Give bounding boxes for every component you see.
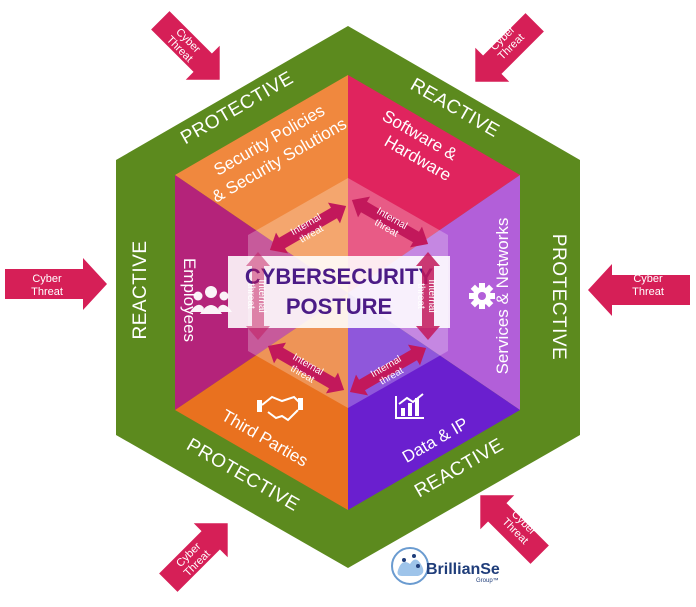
center-title-line2: POSTURE — [286, 294, 392, 319]
svg-text:Cyber: Cyber — [32, 273, 62, 285]
brilliantse-logo: BrillianSe Group™ — [391, 547, 500, 585]
handshake-icon — [257, 395, 303, 422]
cyber-threat-arrow-right: Cyber Threat — [588, 264, 690, 316]
internal-threat-arrow-left: Internal threat — [245, 252, 270, 340]
center-title-box — [228, 256, 450, 328]
cyber-threat-arrow-top-left: Cyber Threat — [151, 11, 220, 80]
cyber-threat-arrow-left: Cyber Threat — [5, 258, 107, 310]
segment-security-policies — [175, 75, 348, 293]
segment-label-services-networks: Services & Networks — [493, 218, 512, 375]
svg-text:Internal: Internal — [426, 279, 437, 312]
svg-text:Internal: Internal — [256, 279, 267, 312]
logo-text: BrillianSe — [426, 561, 500, 578]
gear-icon — [469, 283, 495, 309]
cyber-threat-arrow-bottom-left: Cyber Threat — [159, 523, 228, 592]
svg-text:Cyber: Cyber — [633, 273, 663, 285]
center-title-line1: CYBERSECURITY — [245, 264, 434, 289]
segment-data-ip — [348, 293, 520, 510]
svg-text:threat: threat — [245, 283, 256, 309]
internal-threat-arrow-right: Internal threat — [415, 252, 440, 340]
svg-text:Threat: Threat — [31, 286, 63, 298]
svg-text:Threat: Threat — [632, 286, 664, 298]
bar-chart-icon — [395, 393, 424, 419]
cyber-threat-arrow-top-right: Cyber Threat — [475, 13, 544, 82]
ring-label-right: PROTECTIVE — [548, 234, 569, 360]
users-icon — [190, 286, 232, 314]
svg-text:threat: threat — [415, 283, 426, 309]
logo-sub-text: Group™ — [476, 577, 499, 584]
segment-label-employees: Employees — [180, 258, 199, 342]
segment-software-hardware — [348, 75, 520, 293]
ring-label-left: REACTIVE — [130, 240, 151, 339]
